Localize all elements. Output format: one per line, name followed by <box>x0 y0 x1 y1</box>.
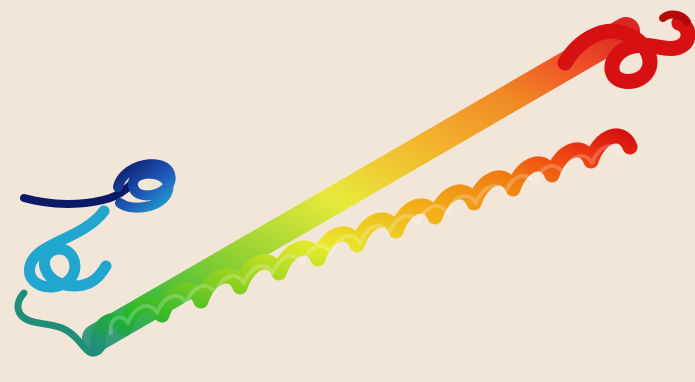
short-cyan-helix <box>29 211 106 287</box>
